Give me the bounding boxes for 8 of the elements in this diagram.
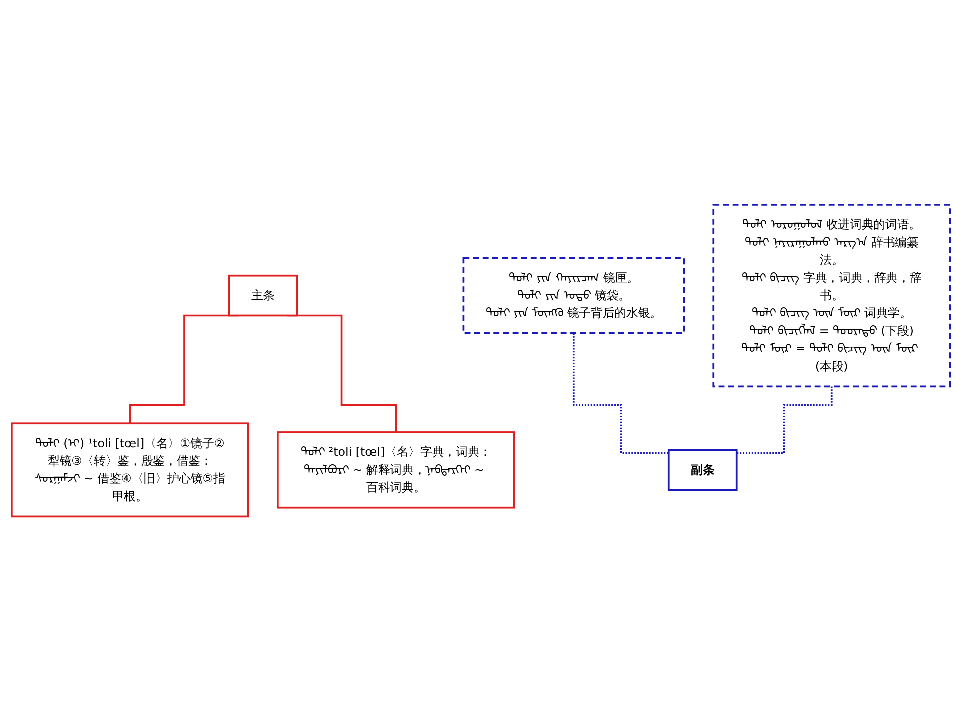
node-box <box>11 422 250 518</box>
node-box <box>462 257 685 335</box>
connector <box>736 386 833 454</box>
node-box <box>228 275 298 317</box>
node-box <box>277 432 516 509</box>
diagram: 主条 ᠲᠣᠯᠢ (ᠢ) ¹toli [tœl]〈名〉①镜子②犁镜③〈转〉鉴，殷鉴，借鉴：ᠰᠤᠷᠭᠠᠮᠵᠢ ~ 借鉴④〈旧〉护心镜⑤指甲根。 ᠲᠣᠯᠢ ᠶᠢᠨ ᠬᠠᠶᠢᠷᠴᠠᠭ 镜匣。 ᠲᠣᠯᠢ ᠶᠢᠨ ᠤᠳᠤ 镜袋。 ᠲᠣᠯᠢ ᠶᠢᠨ ᠮᠥᠩᠭᠥ 镜子背后的水银。 ᠲᠣᠯᠢ ²toli [tœl]〈名〉字典，词典：ᠲᠠᠶᠢᠯᠪᠤᠷᠢ ~ 解释词典，ᠨᠡᠪᠲᠡᠷᠬᠡᠢ ~ 百科词典。 ᠲᠣᠯᠢ ᠣᠷᠣᠭᠤᠯᠤᠯ 收进词典的词语。 ᠲᠣᠯᠢ ᠨᠠᠶᠢᠷᠠᠭᠤᠯᠬᠤ ᠠᠷᠭ᠎ᠠ 辞书编纂法。 ᠲᠣᠯᠢ ᠪᠢᠴᠢᠭ 字典，词典，辞典，辞书。 ᠲᠣᠯᠢ ᠪᠢᠴᠢᠭ ᠦᠨ ᠮᠥᠷ 词典学。 ᠲᠣᠯᠢ ᠪᠢᠴᠢᠭᠯᠡᠯ = ᠳᠤᠤᠷᠠᠳᠤ (下段) ᠲᠣᠯᠢ ᠮᠥᠷ = ᠲᠣᠯᠢ ᠪᠢᠴᠢᠭ ᠦᠨ ᠮᠥᠷ (本段) 副条 <box>6 199 956 523</box>
node-box <box>668 449 738 492</box>
node-box <box>712 204 951 388</box>
